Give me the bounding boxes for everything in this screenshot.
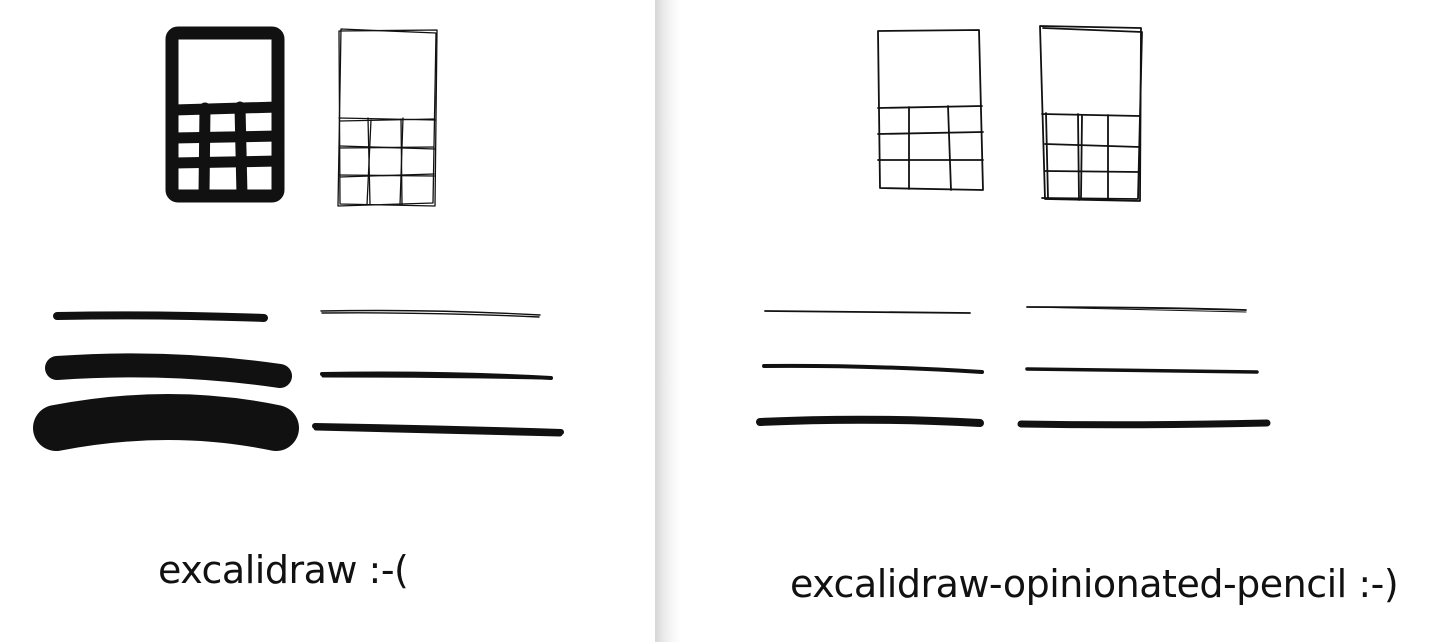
right-pencil-strokes-2 — [1017, 306, 1271, 429]
left-panel — [0, 0, 655, 642]
right-panel — [655, 0, 1440, 642]
left-caption: excalidraw :-( — [158, 548, 408, 592]
left-thick-strokes — [33, 311, 299, 451]
right-caption: excalidraw-opinionated-pencil :-) — [790, 562, 1398, 606]
phone-thin-sketch — [337, 28, 438, 207]
phone-pencil-sketch-2 — [1039, 25, 1143, 202]
phone-pencil-sketch-1 — [877, 29, 984, 191]
left-thin-strokes — [312, 309, 564, 437]
phone-thick-sketch — [165, 26, 285, 203]
right-pencil-strokes-1 — [756, 310, 984, 427]
